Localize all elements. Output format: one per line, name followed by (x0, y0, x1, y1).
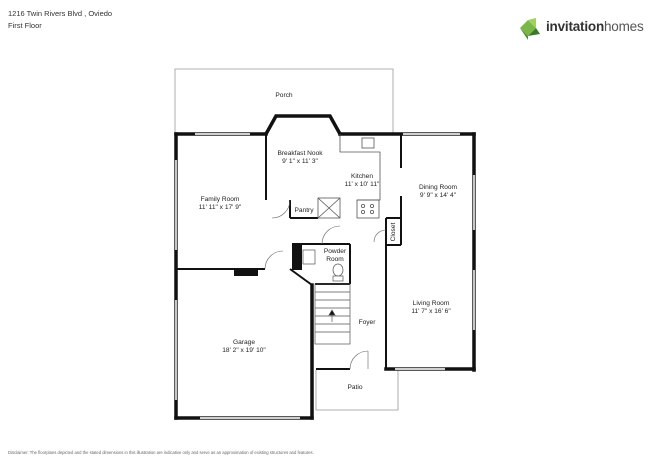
family-room-label: Family Room (201, 196, 240, 203)
patio-outline (315, 370, 399, 411)
breakfast-nook-label: Breakfast Nook (277, 150, 323, 157)
windows (175, 133, 475, 419)
patio-label: Patio (347, 384, 362, 391)
kitchen-label: Kitchen (351, 173, 373, 180)
property-address: 1216 Twin Rivers Blvd , Oviedo (8, 9, 113, 18)
interior-walls (176, 134, 402, 370)
powder-room-label-1: Powder (324, 248, 347, 255)
dining-room-dims: 9' 9" x 14' 4" (420, 192, 457, 199)
brand-light: homes (604, 19, 644, 34)
floor-label: First Floor (8, 21, 42, 30)
foyer-label: Foyer (359, 319, 377, 326)
kitchen-dims: 11' x 10' 11" (345, 181, 380, 188)
brand-bold: invitation (546, 19, 604, 34)
solid-blocks (234, 244, 302, 276)
breakfast-nook-dims: 9' 1" x 11' 3" (282, 158, 318, 165)
closet-label: Closet (390, 222, 397, 241)
living-room-label: Living Room (413, 300, 450, 307)
living-room-dims: 11' 7" x 16' 6" (411, 308, 451, 315)
brand-name: invitationhomes (546, 19, 644, 34)
disclaimer-text: Disclaimer: The floorplans depicted and … (8, 450, 314, 455)
kitchen-counters (317, 134, 381, 219)
pantry-label: Pantry (294, 207, 314, 214)
room-labels: Porch Breakfast Nook 9' 1" x 11' 3" Kitc… (199, 92, 458, 391)
powder-room-label-2: Room (326, 256, 344, 263)
exterior-walls (174, 114, 476, 420)
invitation-homes-logo-icon (520, 18, 540, 40)
powder-room-fixtures (302, 249, 344, 282)
porch-outline (174, 68, 394, 133)
porch-label: Porch (275, 92, 293, 99)
stairs (314, 283, 351, 345)
window-frames (174, 132, 476, 420)
dining-room-label: Dining Room (419, 184, 458, 191)
garage-dims: 18' 2" x 19' 10" (222, 347, 266, 354)
door-swings (264, 199, 387, 370)
family-room-dims: 11' 11" x 17' 9" (199, 204, 242, 211)
garage-label: Garage (233, 339, 255, 346)
